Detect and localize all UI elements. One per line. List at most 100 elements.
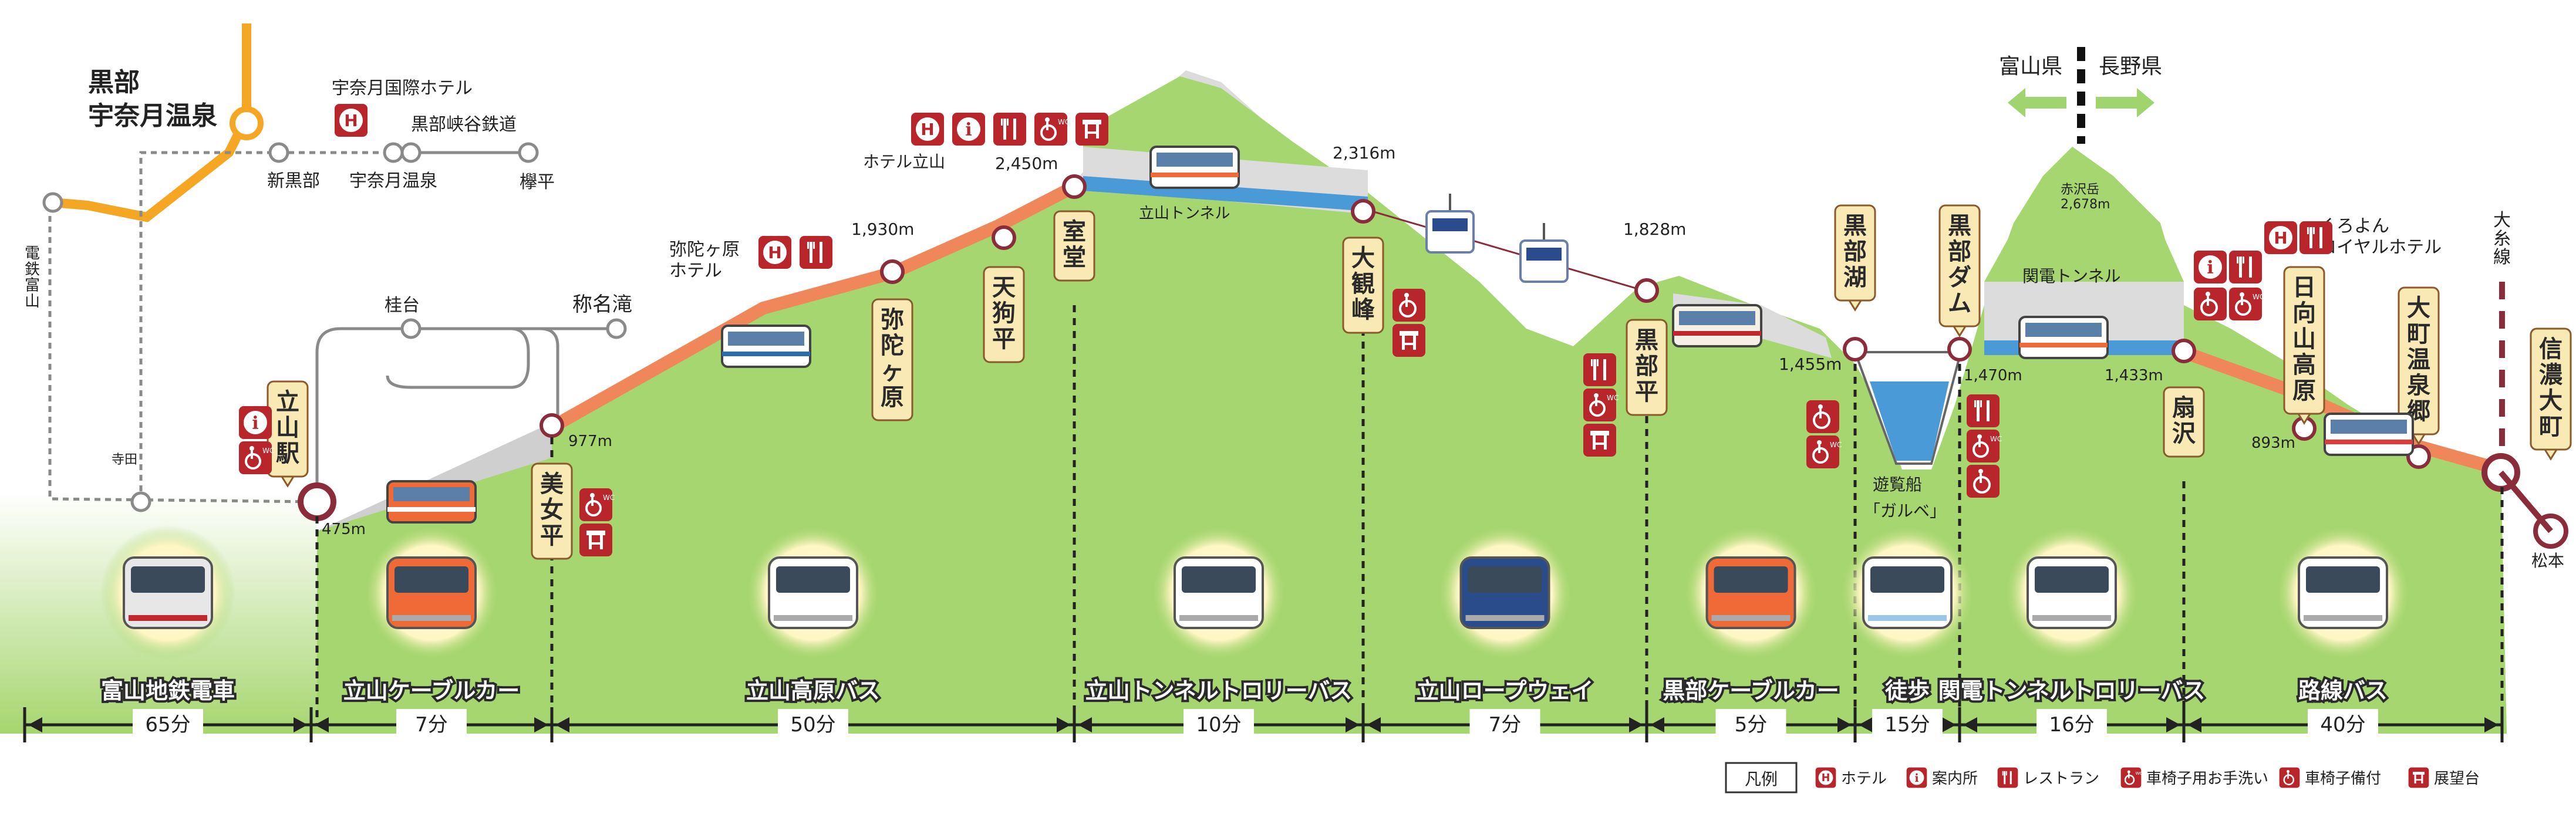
svg-text:線: 線	[2493, 247, 2511, 268]
segment-time: 50分	[790, 713, 835, 737]
svg-text:黒: 黒	[1948, 212, 1971, 239]
svg-text:大: 大	[2539, 387, 2562, 414]
facility-icon	[1033, 112, 1071, 147]
legend-label: ホテル	[1841, 770, 1887, 788]
ropeway-cable	[1361, 207, 1644, 292]
elevation-murodo: 2,450m	[995, 154, 1058, 173]
station-midagahara[interactable]: 弥陀ヶ原	[871, 298, 913, 421]
svg-text:電: 電	[25, 245, 40, 262]
facility-icon	[2229, 251, 2262, 283]
elevation-midagahara: 1,930m	[851, 219, 914, 239]
svg-text:平: 平	[1635, 379, 1658, 406]
legend-icon	[1997, 767, 2018, 788]
gondola	[1519, 239, 1569, 283]
svg-text:立: 立	[276, 389, 299, 416]
svg-text:平: 平	[540, 522, 564, 549]
elevation-tateyama: 475m	[322, 521, 366, 538]
segment-time: 40分	[2320, 713, 2365, 737]
facility-icon	[2299, 221, 2332, 254]
svg-text:沢: 沢	[2172, 420, 2196, 447]
kurobe-gorge-railway-label: 黒部峡谷鉄道	[411, 114, 517, 135]
station-tengudaira[interactable]: 天狗平	[983, 266, 1025, 363]
shomyo-falls-label: 称名滝	[572, 293, 632, 316]
svg-text:陀: 陀	[881, 332, 904, 359]
kanden-tunnel-label: 関電トンネル	[2022, 266, 2120, 286]
kotsuraidai-label: 桂台	[385, 295, 420, 316]
svg-text:峰: 峰	[1351, 296, 1375, 323]
segment-time: 7分	[415, 713, 448, 737]
svg-text:室: 室	[1063, 218, 1086, 245]
facility-icon	[2194, 251, 2227, 283]
facility-icon	[800, 236, 832, 269]
segment-name: 富山地鉄電車	[101, 678, 235, 704]
elevation-kurobedaira: 1,828m	[1623, 219, 1686, 239]
elevation-kurobeko: 1,455m	[1779, 354, 1842, 374]
svg-text:美: 美	[540, 471, 564, 498]
hotel-icon	[335, 104, 367, 137]
segment-time: 10分	[1196, 713, 1241, 737]
facility-icon	[238, 440, 276, 475]
segment-time: 5分	[1735, 713, 1768, 737]
facility-icon	[1965, 428, 2004, 464]
facility-icon	[1583, 353, 1616, 386]
svg-text:部: 部	[1948, 238, 1971, 265]
segment-name: 立山高原バス	[746, 678, 880, 704]
segment-name: 立山ロープウェイ	[1417, 678, 1594, 704]
station-daikanbo[interactable]: 大観峰	[1342, 237, 1384, 334]
timeline: 富山地鉄電車65分立山ケーブルカー7分立山高原バス50分立山トンネルトロリーバス…	[23, 676, 2504, 742]
station-tateyama[interactable]: 立山駅	[267, 380, 309, 488]
svg-text:糸: 糸	[2493, 229, 2511, 249]
svg-text:女: 女	[540, 497, 564, 524]
svg-text:温: 温	[2407, 346, 2430, 373]
cable-slope	[317, 423, 552, 531]
svg-text:日: 日	[2292, 274, 2316, 301]
segment-name: 関電トンネルトロリーバス	[1938, 678, 2206, 704]
legend-icon	[1906, 767, 1927, 788]
svg-text:原: 原	[881, 384, 904, 411]
station-name-kurobe: 黒部	[88, 67, 140, 97]
segment-name: 黒部ケーブルカー	[1663, 678, 1839, 704]
segment-time: 65分	[145, 713, 190, 737]
elevation-kurobe-dam: 1,470m	[1964, 367, 2022, 384]
segment-time: 16分	[2049, 713, 2094, 737]
facility-icon	[1967, 394, 2000, 427]
svg-text:原: 原	[2292, 377, 2316, 404]
svg-text:山: 山	[25, 293, 40, 310]
rail-network	[42, 23, 627, 512]
boat-caption-2: 「ガルベ」	[1864, 501, 1946, 521]
facility-icon	[2193, 286, 2228, 322]
tateyama-tunnel-label: 立山トンネル	[1139, 205, 1230, 222]
svg-text:大: 大	[2493, 210, 2511, 231]
facility-icon	[993, 113, 1026, 146]
facility-icon	[239, 406, 272, 439]
nagano-pref-label: 長野県	[2099, 55, 2162, 79]
station-ogizawa[interactable]: 扇沢	[2163, 386, 2205, 458]
svg-text:鉄: 鉄	[25, 261, 40, 278]
oito-line-label: 大糸線	[2493, 210, 2511, 268]
legend-label: 車椅子用お手洗い	[2146, 770, 2268, 788]
toyama-pref-label: 富山県	[1999, 55, 2062, 79]
svg-text:信: 信	[2539, 336, 2562, 363]
facility-icon	[758, 236, 791, 269]
station-kurobeko[interactable]: 黒部湖	[1834, 204, 1876, 312]
station-nodes	[298, 174, 2568, 549]
facility-icon	[1582, 387, 1620, 423]
vehicles	[123, 556, 2388, 629]
svg-text:町: 町	[2539, 413, 2562, 440]
svg-text:山: 山	[276, 414, 299, 441]
segment-name: 徒歩	[1884, 678, 1930, 704]
svg-text:天: 天	[992, 274, 1016, 301]
station-murodo[interactable]: 室堂	[1053, 210, 1095, 282]
svg-text:観: 観	[1351, 271, 1375, 298]
facility-icon	[1583, 424, 1616, 457]
station-bijodaira[interactable]: 美女平	[531, 462, 573, 560]
station-kurobedaira[interactable]: 黒部平	[1626, 319, 1668, 416]
legend-label: 案内所	[1932, 770, 1978, 788]
facility-icon	[911, 113, 944, 146]
segment-name: 立山ケーブルカー	[343, 678, 520, 704]
